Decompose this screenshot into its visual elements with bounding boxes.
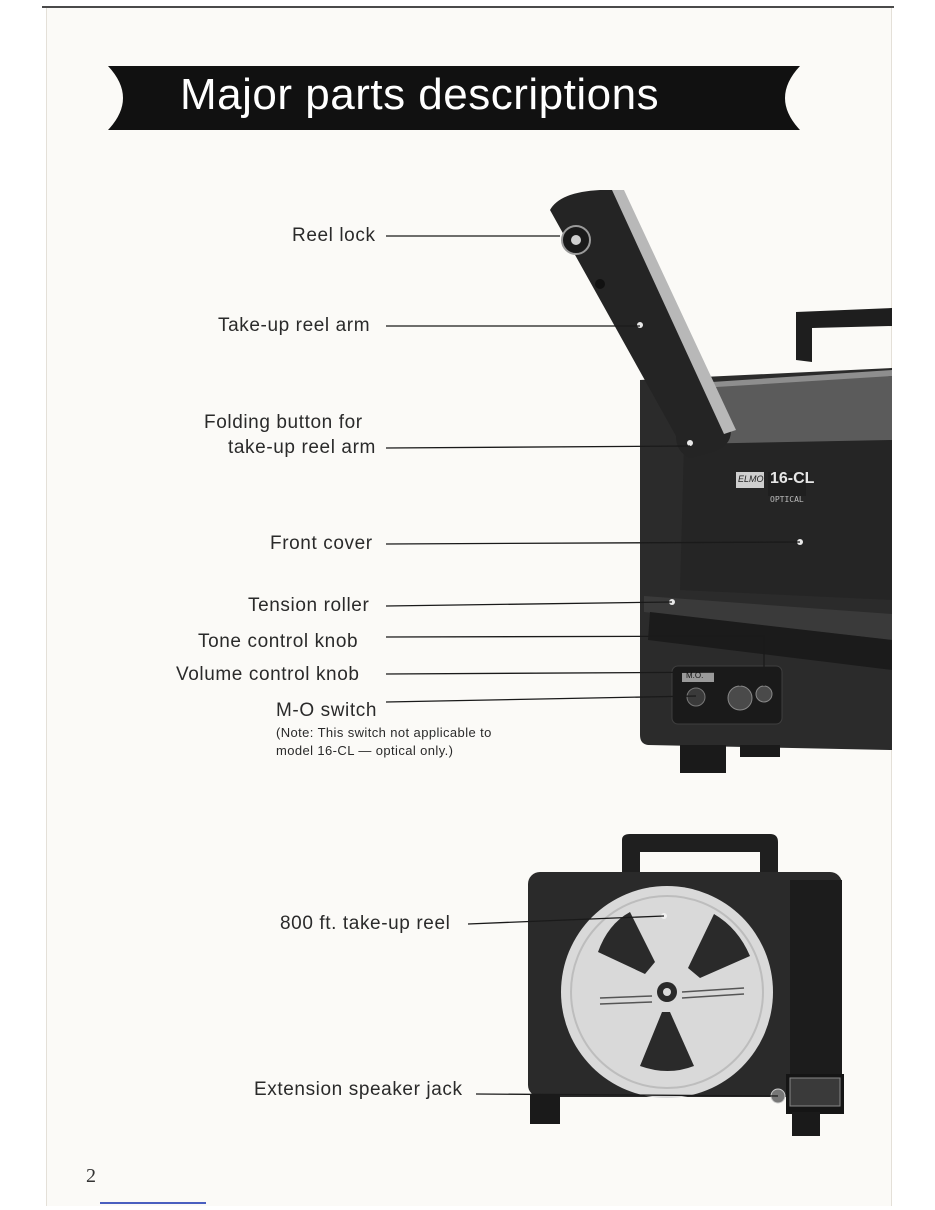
label-folding-button-line1: Folding button for [204,412,363,433]
leader-ext-jack [475,1093,779,1097]
title-banner [108,66,800,130]
label-mo-switch: M-O switch [276,700,377,721]
leader-front-cover [385,541,801,545]
page-title: Major parts descriptions [180,70,660,119]
leader-mo-switch [385,695,697,703]
mo-switch-knob [686,687,706,707]
note-line-1: (Note: This switch not applicable to [276,725,492,740]
label-front-cover: Front cover [270,533,373,554]
carry-handle-2 [622,834,778,876]
model-badge [736,472,764,488]
page-number: 2 [86,1165,96,1187]
top-rule [42,6,894,8]
label-extension-speaker-jack: Extension speaker jack [254,1079,463,1100]
label-reel-lock: Reel lock [292,225,376,246]
mo-panel-label: M.O. [686,671,704,680]
carry-handle [796,308,892,362]
leader-tone-knob [385,635,765,686]
tone-knob [755,685,773,703]
label-takeup-reel-arm: Take-up reel arm [218,315,371,336]
leader-volume-knob [385,671,741,686]
leader-folding-button [385,445,691,449]
leader-800ft-reel [467,915,665,925]
label-tone-control-knob: Tone control knob [198,631,359,652]
label-folding-button-line2: take-up reel arm [228,437,376,458]
label-tension-roller: Tension roller [248,595,370,616]
note-line-2: model 16-CL — optical only.) [276,743,454,758]
brand-label: ELMO [738,474,764,484]
label-800ft-takeup-reel: 800 ft. take-up reel [280,913,451,934]
mo-switch-note: (Note: This switch not applicable to mod… [276,724,492,760]
model-subtitle: OPTICAL [770,495,804,504]
bottom-underline [100,1202,206,1204]
front-cover-panel [680,440,892,600]
leader-tension-roller [385,601,673,607]
model-label: 16-CL [770,470,815,487]
label-volume-control-knob: Volume control knob [176,664,360,685]
volume-knob [727,685,753,711]
